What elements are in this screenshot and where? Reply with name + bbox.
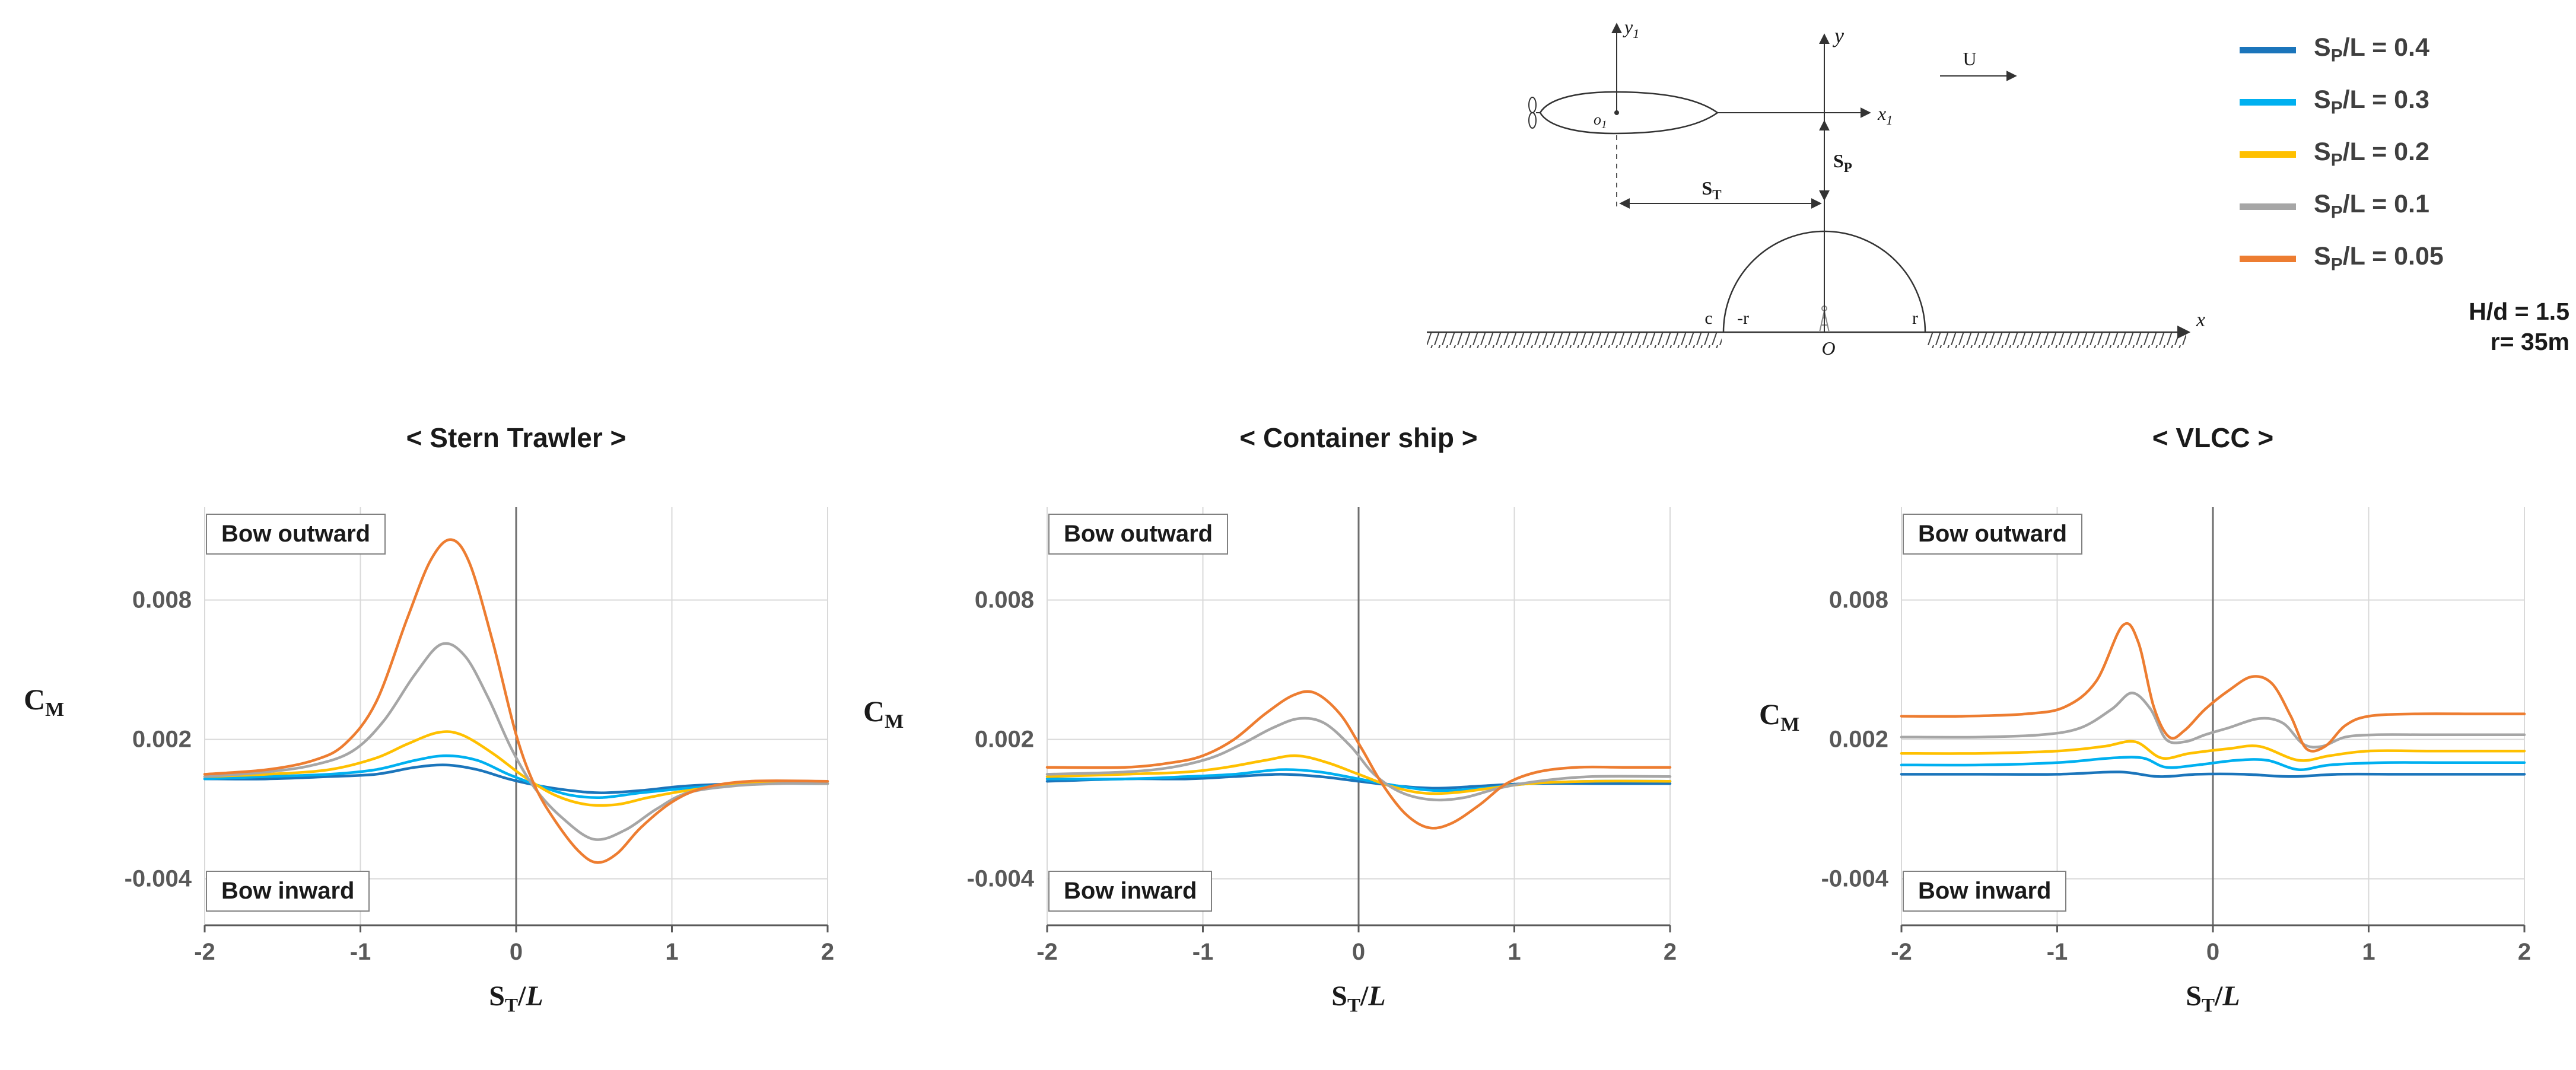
series-curve-0.4	[203, 763, 829, 794]
x-tick-label: 1	[1508, 939, 1521, 965]
y-tick-label: 0.008	[975, 587, 1034, 613]
origin-label: O	[1821, 337, 1835, 359]
series-curve-0.05	[1045, 690, 1672, 830]
legend-item-sp02: SP/L = 0.2	[2240, 128, 2569, 180]
x1-axis-label: x1	[1877, 103, 1893, 128]
x-tick-label: 0	[510, 939, 523, 965]
x-tick-label: 2	[1664, 939, 1677, 965]
annotation-bow-outward-1: Bow outward	[206, 514, 386, 555]
x-tick-label: -2	[1036, 939, 1058, 965]
note-hd-ratio: H/d = 1.5	[2469, 298, 2569, 325]
series-curve-0.2	[203, 730, 829, 807]
legend-item-sp01: SP/L = 0.1	[2240, 180, 2569, 233]
annotation-bow-inward-3: Bow inward	[1903, 871, 2067, 912]
x-tick-label: 1	[2362, 939, 2375, 965]
x-tick-label: -2	[194, 939, 215, 965]
x-axis-title-1: ST/L	[489, 980, 543, 1017]
velocity-label: U	[1963, 48, 1976, 69]
minus-r-label: -r	[1737, 308, 1749, 328]
series-curve-0.4	[1900, 770, 2526, 778]
x-axis-title-3: ST/L	[2186, 980, 2240, 1017]
annotation-bow-outward-2: Bow outward	[1048, 514, 1229, 555]
note-radius: r= 35m	[2490, 328, 2569, 356]
o1-label: o1	[1594, 111, 1607, 131]
legend-swatch-sp03	[2240, 98, 2296, 106]
annotation-bow-outward-3: Bow outward	[1903, 514, 2083, 555]
ship-icon	[1528, 91, 1719, 135]
x-tick-label: -1	[350, 939, 371, 965]
legend-swatch-sp01	[2240, 203, 2296, 210]
legend-item-sp03: SP/L = 0.3	[2240, 76, 2569, 128]
ground-hatch-left	[1427, 333, 1722, 348]
series-curve-0.3	[203, 754, 829, 799]
x-tick-label: -1	[1192, 939, 1214, 965]
y-tick-label: -0.004	[125, 866, 192, 892]
legend-label-sp02: SP/L = 0.2	[2314, 138, 2429, 170]
y-tick-label: 0.002	[1829, 727, 1888, 753]
annotation-bow-inward-1: Bow inward	[206, 871, 370, 912]
x-tick-label: 2	[821, 939, 834, 965]
series-curve-0.1	[1045, 716, 1672, 802]
y-axis-title-1: CM	[24, 683, 65, 721]
x-axis-label: x	[2196, 309, 2205, 331]
legend: SP/L = 0.4 SP/L = 0.3 SP/L = 0.2 SP/L = …	[2240, 24, 2569, 358]
y-axis-title-3: CM	[1759, 698, 1800, 735]
legend-label-sp03: SP/L = 0.3	[2314, 85, 2429, 118]
legend-label-sp04: SP/L = 0.4	[2314, 33, 2429, 66]
x-tick-label: 0	[1352, 939, 1365, 965]
c-label: c	[1704, 308, 1712, 328]
chart-title-vlcc: < VLCC >	[2152, 422, 2274, 453]
setup-diagram: x y y1 o1 x1	[1427, 16, 2205, 359]
y-axis-title-2: CM	[863, 695, 904, 733]
series-curve-0.05	[1900, 622, 2526, 753]
y-tick-label: 0.002	[132, 727, 192, 753]
chart-title-stern-trawler: < Stern Trawler >	[406, 422, 626, 453]
legend-swatch-sp005	[2240, 255, 2296, 262]
x-tick-label: 2	[2518, 939, 2531, 965]
x-tick-label: -1	[2047, 939, 2068, 965]
x-axis-title-2: ST/L	[1331, 980, 1386, 1017]
legend-label-sp005: SP/L = 0.05	[2314, 242, 2444, 275]
propeller-icon	[1528, 97, 1541, 129]
legend-item-sp005: SP/L = 0.05	[2240, 233, 2569, 285]
chart-vlcc: -2 -1 0 1 2 0.008 0.002 -0.004	[1821, 507, 2531, 965]
y1-axis-label: y1	[1623, 16, 1639, 41]
legend-notes: H/d = 1.5 r= 35m	[2240, 297, 2569, 358]
series-curve-0.05	[203, 538, 829, 864]
x-tick-label: 1	[665, 939, 678, 965]
sp-label: SP	[1833, 150, 1852, 175]
y-tick-label: -0.004	[967, 866, 1035, 892]
annotation-bow-inward-2: Bow inward	[1048, 871, 1213, 912]
series-curve-0.3	[1900, 756, 2526, 771]
y-tick-label: 0.008	[1829, 587, 1888, 613]
chart-container-ship: -2 -1 0 1 2 0.008 0.002 -0.004	[967, 507, 1677, 965]
chart-title-container-ship: < Container ship >	[1239, 422, 1478, 453]
y-tick-label: 0.008	[132, 587, 192, 613]
series-curve-0.1	[1900, 692, 2526, 749]
x-tick-label: 0	[2206, 939, 2219, 965]
series-curve-0.2	[1900, 740, 2526, 762]
legend-label-sp01: SP/L = 0.1	[2314, 190, 2429, 222]
legend-swatch-sp02	[2240, 151, 2296, 158]
r-label: r	[1912, 308, 1918, 328]
x-tick-label: -2	[1891, 939, 1912, 965]
y-axis-label: y	[1833, 24, 1844, 47]
st-label: ST	[1702, 177, 1721, 202]
y-tick-label: -0.004	[1821, 866, 1889, 892]
legend-swatch-sp04	[2240, 46, 2296, 53]
legend-item-sp04: SP/L = 0.4	[2240, 24, 2569, 76]
y-tick-label: 0.002	[975, 727, 1034, 753]
ground-hatch-right	[1926, 333, 2186, 348]
